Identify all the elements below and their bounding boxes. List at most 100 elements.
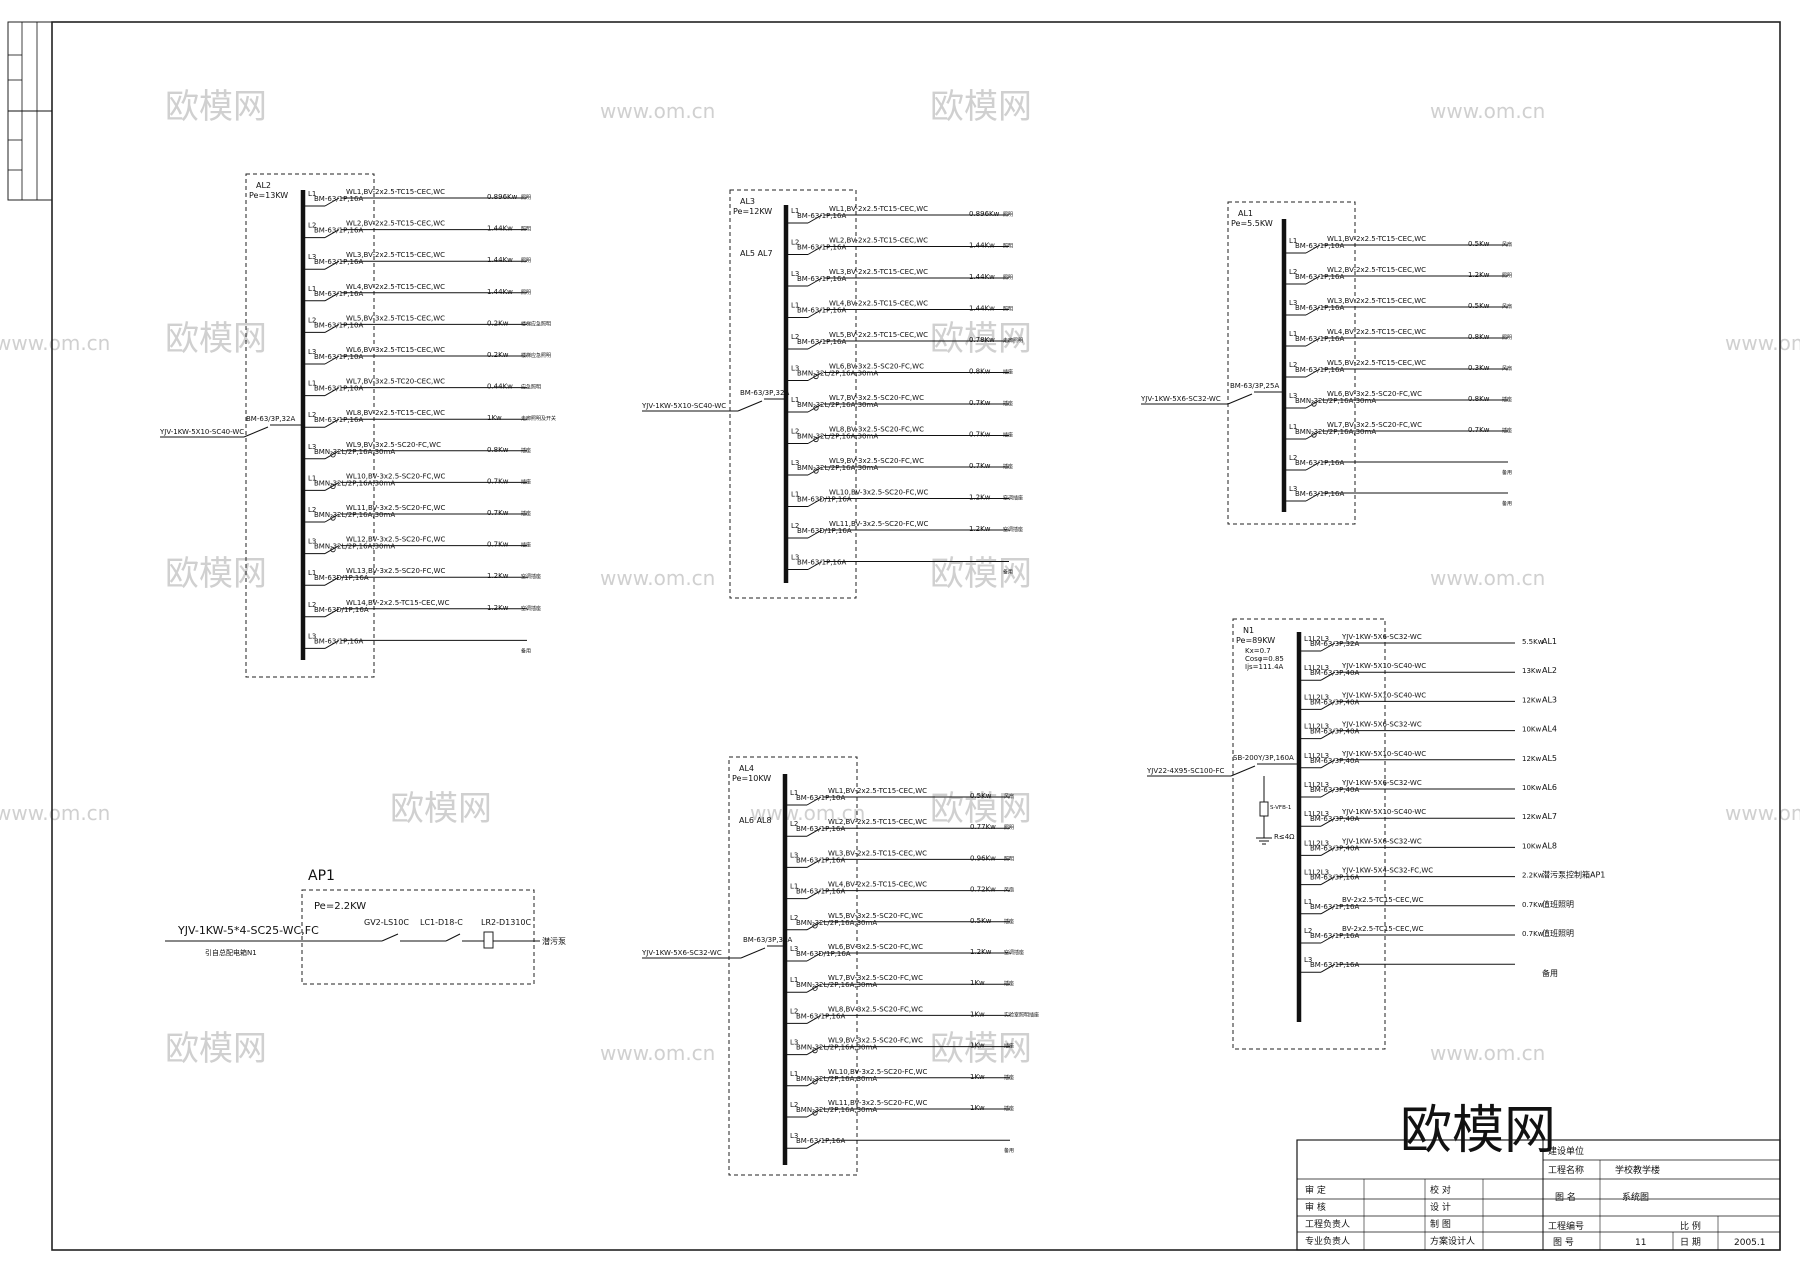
breaker-label: BMN-32L/2P,16A,30mA: [314, 479, 395, 487]
phase-label: L1: [308, 285, 316, 293]
cable-label: WL2,BV-2x2.5-TC15-CEC,WC: [829, 237, 928, 245]
breaker-label: BM-63D/1P,16A: [797, 527, 852, 535]
cable-label: BV-2x2.5-TC15-CEC,WC: [1342, 925, 1424, 933]
load-label: 10Kw: [1522, 784, 1541, 792]
breaker-label: BM-63/1P,10A: [796, 794, 845, 802]
circuit-use: 照明: [1004, 825, 1014, 831]
breaker-contact: [806, 1139, 822, 1149]
main-breaker-label: BM-63/3P,25A: [1230, 382, 1279, 390]
load-label: 1.2Kw: [1468, 271, 1490, 279]
cable-label: WL7,BV-3x2.5-SC20-FC,WC: [1327, 421, 1422, 429]
panel-al1: AL1Pe=5.5KWYJV-1KW-5X6-SC32-WCBM-63/3P,2…: [1140, 201, 1512, 525]
phase-label: L3: [308, 443, 316, 451]
circuit-row: L2BM-63/1P,16AWL8,BV-3x2.5-SC20-FC,WC1Kw…: [785, 1005, 1039, 1024]
breaker-label: BM-63/3P,40A: [1310, 844, 1359, 852]
breaker-contact: [1320, 846, 1336, 856]
rcd-symbol: [813, 405, 819, 411]
rcd-symbol: [330, 546, 336, 553]
phase-label: L3: [791, 365, 799, 373]
circuit-row: L1BM-63/1P,16ABV-2x2.5-TC15-CEC,WC0.7Kw值…: [1299, 896, 1574, 915]
phase-label: L3: [308, 253, 316, 261]
cable-label: YJV-1KW-5X6-SC32-WC: [1341, 837, 1422, 845]
circuit-use: 备用: [1003, 569, 1013, 576]
load-label: 1.44Kw: [487, 256, 513, 264]
circuit-row: L2BM-63/1P,16AWL5,BV-2x2.5-TC15-CEC,WC0.…: [1284, 359, 1512, 378]
circuit-use: 值班照明: [1542, 899, 1574, 909]
cable-label: WL7,BV-3x2.5-SC20-FC,WC: [828, 974, 923, 982]
load-label: 1.44Kw: [969, 242, 995, 250]
breaker-contact: [807, 214, 823, 224]
breaker-label: BMN-32L/2P,16A,30mA: [797, 370, 878, 378]
circuit-use: AL6: [1542, 783, 1557, 792]
panel-power: Pe=10KW: [732, 774, 771, 783]
phase-label: L2: [790, 1007, 798, 1015]
date-label: 日 期: [1680, 1237, 1701, 1248]
breaker-label: BMN-32L/2P,16A,30mA: [796, 919, 877, 927]
cable-label: WL2,BV-2x2.5-TC15-CEC,WC: [828, 818, 927, 826]
rcd-symbol: [812, 1110, 818, 1116]
circuit-row: L3BM-63/1P,10AWL6,BV-3x2.5-TC15-CEC,WC0.…: [303, 346, 551, 365]
breaker-contact: [324, 323, 340, 333]
circuit-use: AL4: [1542, 725, 1557, 734]
panel-power: Pe=12KW: [733, 207, 772, 216]
scale-label: 比 例: [1680, 1220, 1701, 1232]
circuit-row: L1L2L3BM-63/3P,40AYJV-1KW-5X10-SC40-WC12…: [1299, 750, 1557, 769]
outer-border: [51, 21, 1781, 1251]
circuit-use: 照明: [1003, 307, 1013, 313]
cable-label: WL7,BV-3x2.5-TC20-CEC,WC: [346, 378, 445, 386]
ap1-device-label: LC1-D18-C: [420, 918, 463, 927]
circuit-use: 走廊照明及开关: [521, 415, 556, 422]
phase-label: L3: [790, 945, 798, 953]
circuit-use: 插座: [1004, 980, 1014, 987]
panel-enclosure: [245, 173, 375, 678]
breaker-label: BM-63/1P,16A: [796, 888, 845, 896]
circuit-use: 应急照明: [521, 384, 541, 391]
circuit-row: L2BM-63/1P,16AWL8,BV-2x2.5-TC15-CEC,WC1K…: [303, 409, 556, 428]
breaker-label: BMN-32L/2P,16A,30mA: [796, 1075, 877, 1083]
breaker-label: BM-63/1P,10A: [314, 385, 363, 393]
load-label: 0.7Kw: [1468, 426, 1490, 434]
breaker-label: BM-63/1P,16A: [796, 825, 845, 833]
breaker-contact: [324, 513, 340, 523]
signoff-role: 工程负责人: [1305, 1218, 1350, 1230]
watermark-url: www.om.cn: [0, 331, 110, 355]
load-label: 1Kw: [970, 1010, 985, 1018]
ap1-device-label: LR2-D1310C: [481, 918, 532, 927]
breaker-contact: [324, 481, 340, 491]
phase-label: L1L2L3: [1304, 781, 1329, 789]
panel-power: Pe=13KW: [249, 191, 288, 200]
breaker-label: BM-63/1P,16A: [797, 275, 846, 283]
breaker-label: BM-63/1P,16A: [1310, 961, 1359, 969]
cable-label: YJV-1KW-5X10-SC40-WC: [1341, 662, 1426, 670]
breaker-contact: [324, 576, 340, 586]
phase-label: L3: [791, 459, 799, 467]
cable-label: WL6,BV-3x2.5-SC20-FC,WC: [829, 363, 924, 371]
circuit-use: 潜污泵控制箱AP1: [1542, 870, 1605, 880]
circuit-use: 插座: [1502, 396, 1512, 403]
circuit-row: L1L2L3BM-63/3P,40AYJV-1KW-5X10-SC40-WC13…: [1299, 662, 1557, 681]
cable-label: WL9,BV-3x2.5-SC20-FC,WC: [829, 457, 924, 465]
rcd-symbol: [813, 373, 819, 380]
breaker-label: BM-63/1P,16A: [314, 416, 363, 424]
phase-label: L2: [308, 411, 316, 419]
load-label: 0.5Kw: [1468, 240, 1490, 248]
cable-label: WL12,BV-3x2.5-SC20-FC,WC: [346, 536, 446, 544]
breaker-contact: [1320, 963, 1336, 973]
panel-name: AL3: [740, 197, 755, 206]
rcd-symbol: [1311, 432, 1317, 438]
phase-label: L1: [308, 190, 316, 198]
breaker-contact: [324, 229, 340, 239]
cable-label: WL10,BV-3x2.5-SC20-FC,WC: [829, 489, 929, 497]
breaker-label: BM-63/1P,16A: [1295, 490, 1344, 498]
watermark-brand: 欧模网: [930, 789, 1032, 829]
breaker-contact: [1305, 430, 1321, 440]
load-label: 0.3Kw: [1468, 364, 1490, 372]
load-label: 0.8Kw: [969, 368, 991, 376]
ap1-feeder-label: YJV-1KW-5*4-SC25-WC,FC: [177, 924, 319, 937]
load-label: 0.7Kw: [969, 462, 991, 470]
cable-label: YJV-1KW-5X6-SC32-WC: [1341, 721, 1422, 729]
ap1-enclosure: [301, 889, 535, 985]
panel-power: Pe=89KW: [1236, 636, 1275, 645]
watermark-url: www.om.cn: [600, 1041, 715, 1065]
